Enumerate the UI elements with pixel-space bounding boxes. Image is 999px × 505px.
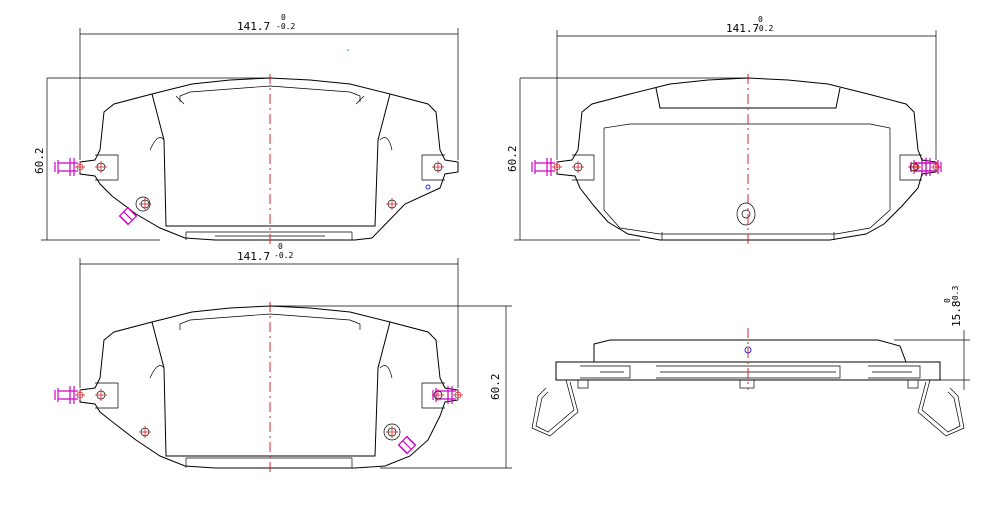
dim-height-value-3: 60.2: [489, 374, 502, 401]
dim-width-tol-upper-1: 0: [281, 13, 286, 22]
view-back-top-right: [514, 30, 942, 244]
dim-thickness-tol-lower: -0.3: [951, 286, 960, 305]
dim-height-value-1: 60.2: [33, 148, 46, 175]
dim-width-tol-lower-2: -0.2: [754, 24, 773, 33]
dim-width-value-3: 141.7: [237, 250, 270, 263]
view-side-bottom-right: [531, 328, 970, 437]
dim-width-value-2: 141.7: [726, 22, 759, 35]
dim-width-tol-upper-2: 0: [758, 15, 763, 24]
dim-width-tol-lower-3: -0.2: [274, 251, 293, 260]
view-front-bottom-left: [54, 258, 512, 472]
dim-width-tol-lower-1: -0.2: [276, 22, 295, 31]
dim-width-tol-upper-3: 0: [278, 242, 283, 251]
stray-dot: [347, 49, 349, 51]
dim-height-value-2: 60.2: [506, 146, 519, 173]
dim-thickness-value: 15.8: [950, 301, 963, 328]
view-front-top-left: [41, 28, 942, 244]
dim-thickness-tol-upper: 0: [943, 298, 952, 303]
dim-width-value-1: 141.7: [237, 20, 270, 33]
